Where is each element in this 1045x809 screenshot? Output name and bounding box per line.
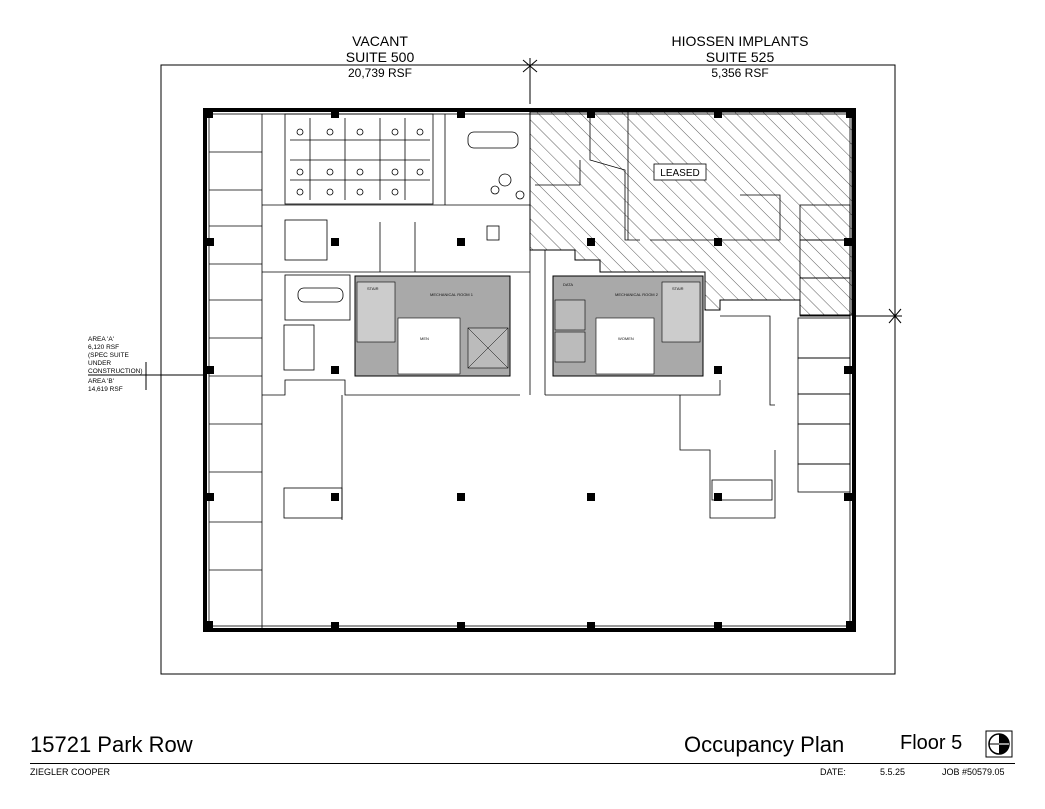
- floor-number: Floor 5: [900, 732, 963, 754]
- mech-room-2-label: MECHANICAL ROOM 2: [615, 292, 659, 297]
- conference-rooms: [262, 114, 530, 321]
- area-a-line4: UNDER: [88, 360, 112, 367]
- hiossen-suite-area: 5,356 RSF: [711, 66, 769, 80]
- vacant-suite-area: 20,739 RSF: [347, 66, 413, 80]
- area-b-line1: AREA 'B': [88, 378, 114, 385]
- hiossen-suite-name: SUITE 525: [705, 49, 775, 65]
- leased-suite-walls: [535, 112, 781, 241]
- leased-tag-box: [653, 163, 707, 181]
- vacant-status: VACANT: [352, 33, 408, 49]
- area-a-line5: CONSTRUCTION): [88, 368, 143, 375]
- west-offices: [209, 114, 263, 630]
- structural-columns: [204, 109, 855, 630]
- job-number: JOB #50579.05: [942, 767, 1005, 777]
- leased-label: LEASED: [660, 168, 699, 179]
- data-room-label: DATA: [563, 282, 573, 287]
- vacant-suite-name: SUITE 500: [345, 49, 415, 65]
- area-note: AREA 'A' 6,120 RSF (SPEC SUITE UNDER CON…: [88, 336, 158, 394]
- site-boundary: [160, 64, 896, 675]
- north-arrow-icon: [985, 730, 1013, 758]
- hiossen-suite-label: HIOSSEN IMPLANTS SUITE 525 5,356 RSF: [640, 33, 840, 81]
- mech-room-1-label: MECHANICAL ROOM 1: [430, 292, 474, 297]
- west-stair-label: STAIR: [367, 286, 379, 291]
- west-core: STAIR MECHANICAL ROOM 1 MEN: [354, 275, 511, 377]
- date-value: 5.5.25: [880, 767, 906, 777]
- womens-room-label: WOMEN: [618, 336, 634, 341]
- firm-name: ZIEGLER COOPER: [30, 767, 111, 777]
- demising-markers: [88, 58, 902, 390]
- vacant-suite-label: VACANT SUITE 500 20,739 RSF: [300, 33, 460, 81]
- building-outline: [203, 108, 856, 632]
- east-stair-label: STAIR: [672, 286, 684, 291]
- hiossen-status: HIOSSEN IMPLANTS: [671, 33, 809, 49]
- date-label: DATE:: [820, 767, 846, 777]
- area-a-line1: AREA 'A': [88, 336, 114, 343]
- plan-type: Occupancy Plan: [684, 732, 845, 757]
- workstations: [284, 113, 434, 205]
- project-name: 15721 Park Row: [30, 732, 193, 757]
- leased-area-hatch: [529, 111, 853, 316]
- title-rule: [30, 763, 1015, 764]
- east-offices: [720, 204, 851, 493]
- area-a-line2: 6,120 RSF: [88, 344, 120, 351]
- east-core: DATA MECHANICAL ROOM 2 WOMEN STAIR: [552, 275, 704, 377]
- corridors: [262, 250, 776, 520]
- area-a-line3: (SPEC SUITE: [88, 352, 129, 359]
- area-b-line2: 14,619 RSF: [88, 386, 123, 393]
- mens-room-label: MEN: [420, 336, 429, 341]
